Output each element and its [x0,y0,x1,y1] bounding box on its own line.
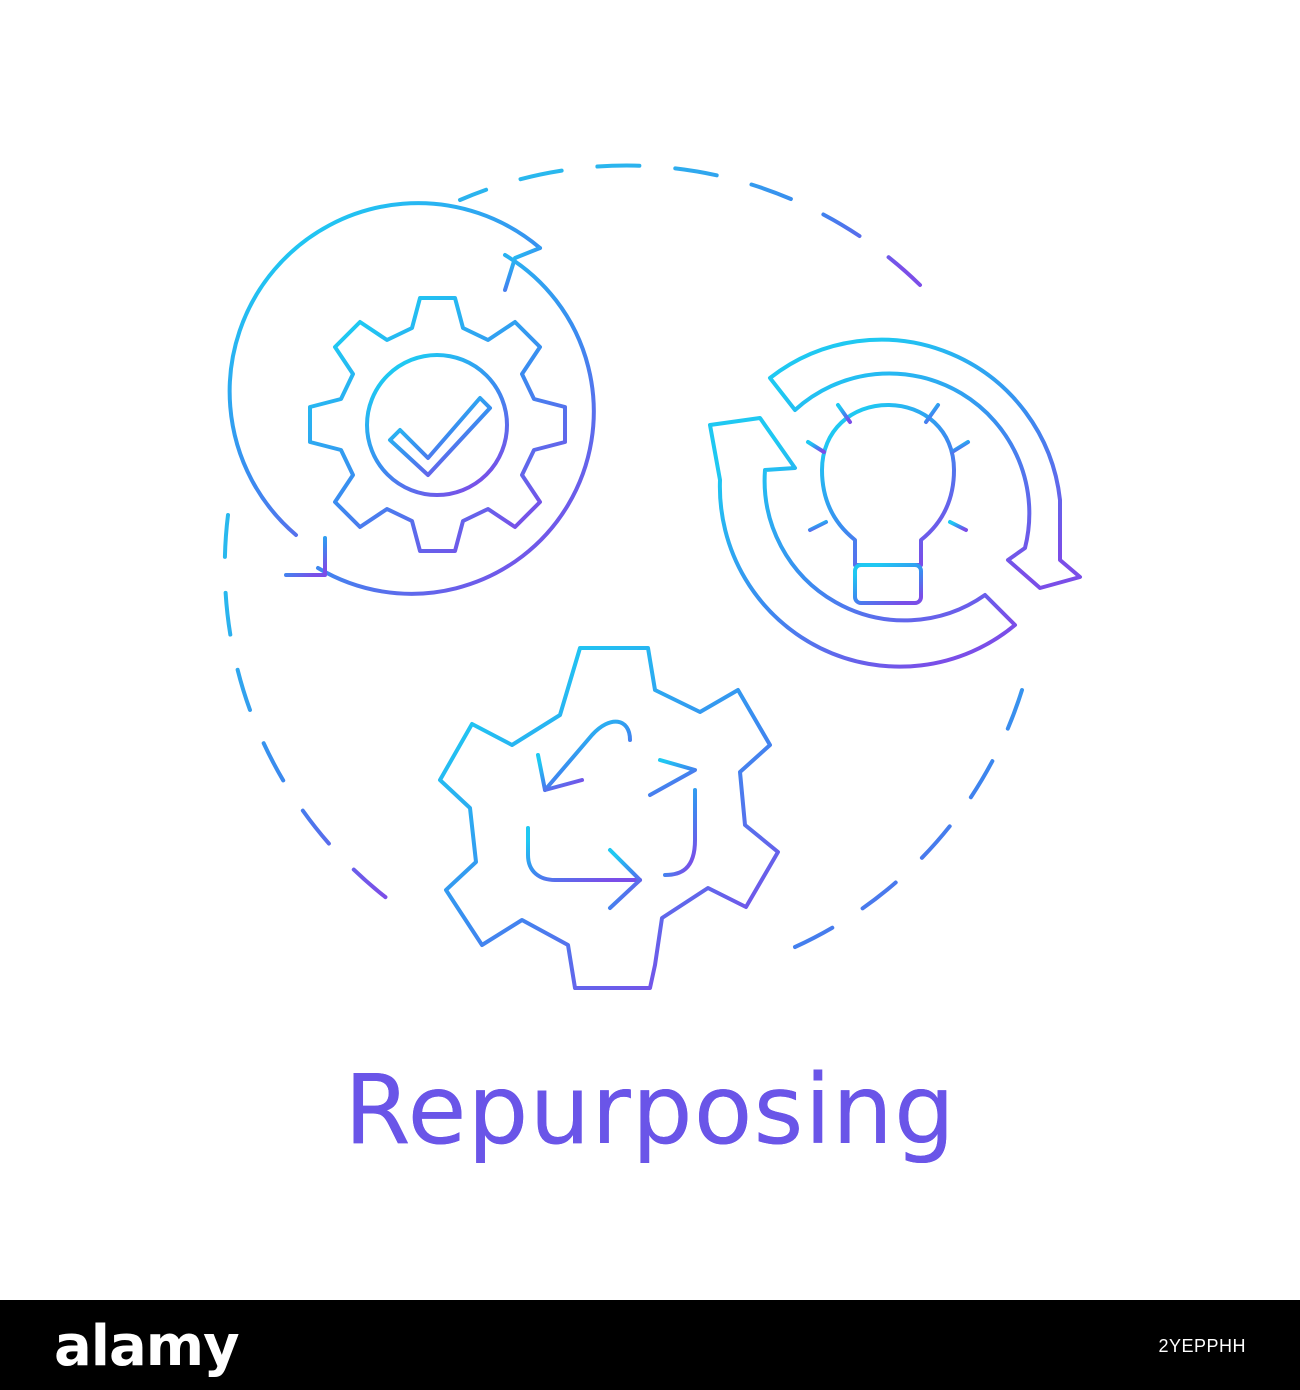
repurposing-illustration [222,163,1082,990]
footer-bar: alamy 2YEPPHH [0,1300,1300,1390]
lightbulb-cycle-icon [708,337,1082,669]
gear-check-cycle-icon [227,201,596,596]
caption-text: Repurposing [344,1054,956,1166]
image-id: 2YEPPHH [1158,1336,1246,1356]
caption-title: Repurposing [0,1062,1300,1158]
dashed-ring [222,163,1024,949]
alamy-logo: alamy [54,1314,240,1379]
gear-recycle-icon [438,646,780,990]
